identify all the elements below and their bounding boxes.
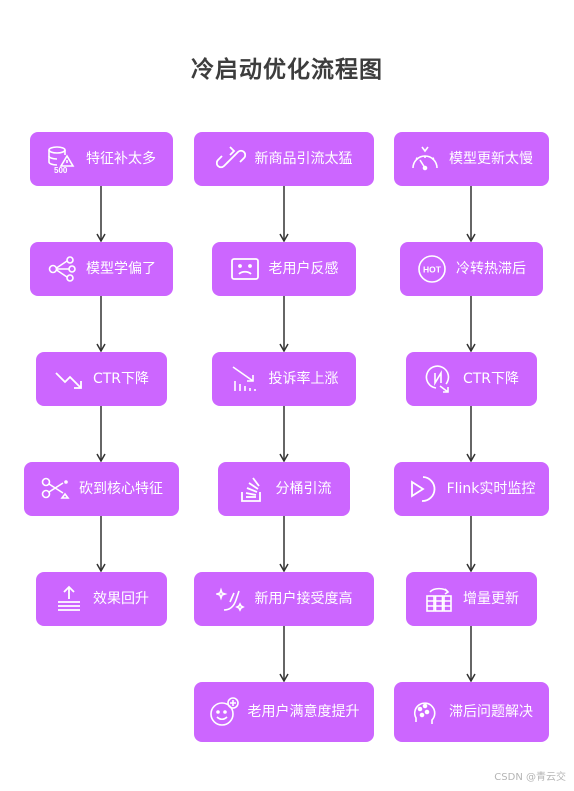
flow-node: 砍到核心特征	[24, 462, 179, 516]
flow-node: 投诉率上涨	[212, 352, 356, 406]
flow-node: CTR下降	[36, 352, 167, 406]
bar-trend-down-icon	[230, 364, 260, 394]
flow-node: 新商品引流太猛	[194, 132, 374, 186]
node-label: 效果回升	[93, 591, 149, 607]
share-nodes-icon	[47, 254, 77, 284]
node-label: 投诉率上涨	[268, 371, 339, 387]
flow-node: 增量更新	[406, 572, 537, 626]
flow-node: 模型更新太慢	[394, 132, 549, 186]
node-label: 冷转热滞后	[456, 261, 526, 277]
node-label: 砍到核心特征	[79, 481, 163, 497]
node-label: 分桶引流	[275, 481, 332, 497]
node-label: 老用户反感	[268, 261, 339, 277]
node-label: 新商品引流太猛	[254, 151, 353, 167]
grid-refresh-icon	[424, 584, 454, 614]
node-label: CTR下降	[92, 371, 150, 387]
flow-node: 老用户满意度提升	[194, 682, 374, 742]
upload-lines-icon	[54, 584, 84, 614]
link-arrow-icon	[215, 144, 246, 174]
node-label: 新用户接受度高	[254, 591, 353, 607]
flow-node: 新用户接受度高	[194, 572, 374, 626]
stack-overflow-icon	[237, 474, 267, 504]
watermark: CSDN @青云交	[494, 772, 566, 783]
flow-node: CTR下降	[406, 352, 537, 406]
flow-node: 老用户反感	[212, 242, 356, 296]
smile-plus-icon	[209, 697, 239, 727]
head-dots-icon	[410, 697, 440, 727]
flow-node: 500 特征补太多	[30, 132, 173, 186]
speedometer-icon	[410, 144, 440, 174]
hot-badge-icon: HOT	[417, 254, 447, 284]
flow-node: Flink实时监控	[394, 462, 549, 516]
node-label: CTR下降	[462, 371, 520, 387]
node-label: Flink实时监控	[446, 481, 536, 497]
node-label: 增量更新	[463, 591, 519, 607]
database-warning-icon: 500	[47, 144, 77, 174]
play-circle-icon	[408, 474, 438, 504]
trend-down-icon	[54, 364, 84, 394]
node-label: 模型学偏了	[86, 261, 156, 277]
flow-node: 模型学偏了	[30, 242, 173, 296]
sad-screen-icon	[230, 254, 260, 284]
node-label: 特征补太多	[86, 151, 156, 167]
flow-node: 效果回升	[36, 572, 167, 626]
flow-node: HOT 冷转热滞后	[400, 242, 543, 296]
svg-text:500: 500	[54, 166, 68, 174]
node-label: 滞后问题解决	[449, 704, 533, 720]
svg-text:HOT: HOT	[423, 265, 442, 275]
flow-node: 分桶引流	[218, 462, 350, 516]
node-label: 老用户满意度提升	[247, 704, 360, 720]
node-label: 模型更新太慢	[449, 151, 533, 167]
flow-node: 滞后问题解决	[394, 682, 549, 742]
diagram-title: 冷启动优化流程图	[191, 57, 383, 83]
scissors-icon	[40, 474, 70, 504]
currency-arrow-icon	[424, 364, 454, 394]
sparkle-hand-icon	[215, 584, 246, 614]
